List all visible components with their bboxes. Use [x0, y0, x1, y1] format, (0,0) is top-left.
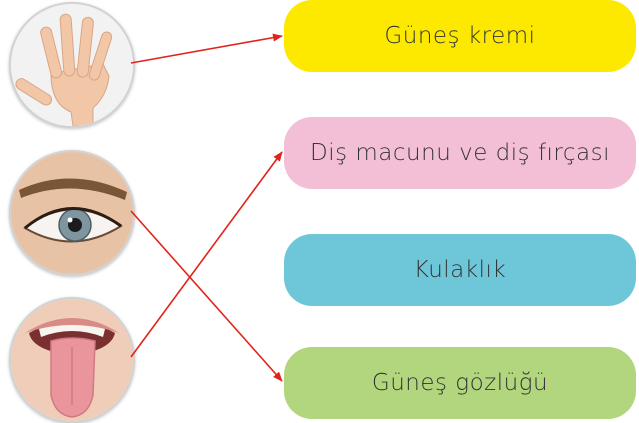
sunscreen-box: Güneş kremi	[284, 0, 636, 72]
headphones-label: Kulaklık	[413, 257, 507, 283]
arrow-eye-to-sunglasses	[130, 210, 283, 382]
tongue-image	[9, 297, 135, 423]
sunglasses-label: Güneş gözlüğü	[371, 370, 549, 396]
tongue-icon	[11, 299, 133, 421]
hand-image	[9, 2, 135, 128]
hand-icon	[11, 4, 133, 126]
headphones-box: Kulaklık	[284, 234, 636, 306]
arrow-hand-to-sunscreen	[130, 33, 283, 64]
toothpaste-box: Diş macunu ve diş fırçası	[284, 117, 636, 189]
eye-icon	[11, 152, 133, 274]
sunscreen-label: Güneş kremi	[384, 23, 536, 49]
sunglasses-box: Güneş gözlüğü	[284, 347, 636, 419]
arrow-tongue-to-toothpaste	[130, 151, 283, 358]
eye-image	[9, 150, 135, 276]
toothpaste-label: Diş macunu ve diş fırçası	[310, 140, 610, 166]
